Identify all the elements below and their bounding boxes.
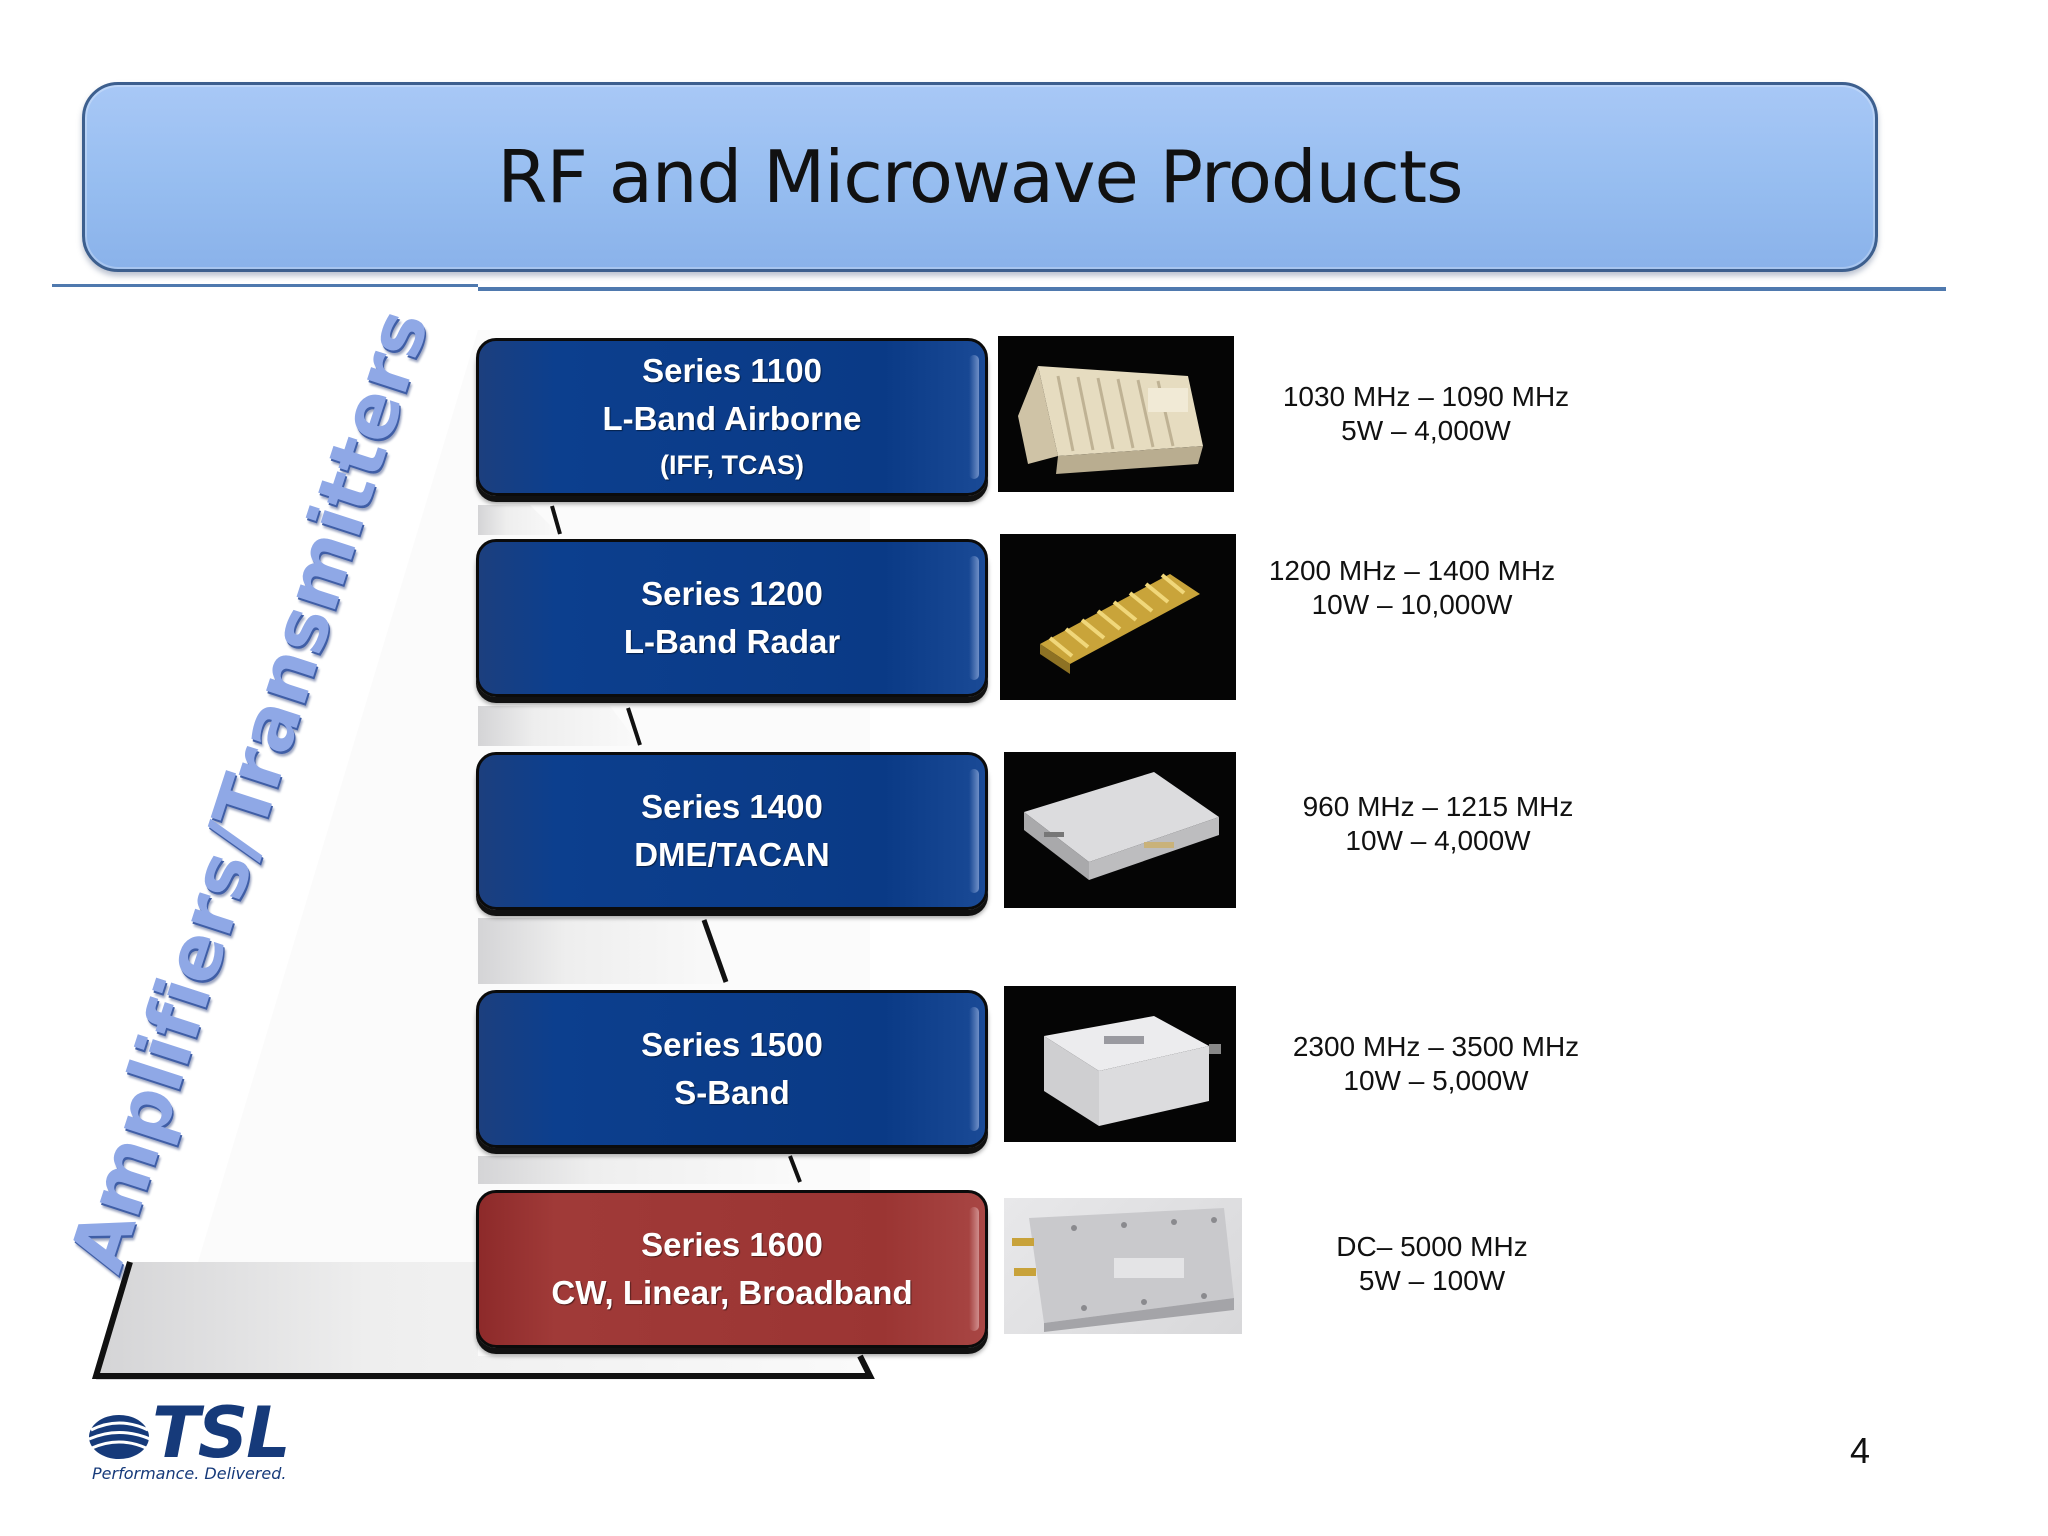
tsl-globe-icon	[88, 1415, 151, 1459]
series-band: CW, Linear, Broadband	[551, 1274, 913, 1311]
series-title: Series 1600	[641, 1226, 823, 1263]
power-range: 5W – 4,000W	[1341, 415, 1511, 446]
series-band: DME/TACAN	[634, 836, 830, 873]
series-band: L-Band Airborne	[602, 400, 862, 437]
logo-tagline: Performance. Delivered.	[92, 1464, 287, 1483]
frequency-range: 1030 MHz – 1090 MHz	[1282, 381, 1570, 412]
series-1400-spec: 960 MHz – 1215 MHz 10W – 4,000W	[1268, 790, 1608, 858]
power-range: 10W – 4,000W	[1345, 825, 1531, 856]
series-1200-box: Series 1200 L-Band Radar	[476, 539, 988, 697]
series-1200-product-photo	[1000, 534, 1236, 700]
frequency-range: 2300 MHz – 3500 MHz	[1292, 1031, 1580, 1062]
title-banner: RF and Microwave Products	[82, 82, 1878, 272]
gold-heatsink-amplifier-icon	[1018, 366, 1203, 474]
series-band: S-Band	[674, 1074, 790, 1111]
series-1600-product-photo	[1004, 1198, 1242, 1334]
tsl-logo: TSL Performance. Delivered.	[86, 1392, 316, 1484]
series-title: Series 1100	[642, 352, 822, 389]
power-range: 5W – 100W	[1358, 1265, 1506, 1296]
series-1500-spec: 2300 MHz – 3500 MHz 10W – 5,000W	[1266, 1030, 1606, 1098]
series-1600-spec: DC– 5000 MHz 5W – 100W	[1262, 1230, 1602, 1298]
series-1100-product-photo	[998, 336, 1234, 492]
gold-finned-amplifier-icon	[1040, 573, 1200, 674]
frequency-range: 960 MHz – 1215 MHz	[1302, 791, 1574, 822]
power-range: 10W – 10,000W	[1311, 589, 1513, 620]
logo-wordmark: TSL	[152, 1392, 291, 1474]
series-1400-product-photo	[1004, 752, 1236, 908]
title-underline-left	[52, 284, 478, 287]
series-1400-box: Series 1400 DME/TACAN	[476, 752, 988, 910]
series-1100-box: Series 1100 L-Band Airborne (IFF, TCAS)	[476, 338, 988, 496]
series-1500-box: Series 1500 S-Band	[476, 990, 988, 1148]
title-underline-right	[478, 287, 1946, 291]
power-range: 10W – 5,000W	[1343, 1065, 1529, 1096]
series-title: Series 1200	[641, 575, 823, 612]
aluminum-amplifier-with-connectors-icon	[1012, 1208, 1234, 1332]
series-1100-spec: 1030 MHz – 1090 MHz 5W – 4,000W	[1256, 380, 1596, 448]
series-application: (IFF, TCAS)	[660, 450, 804, 480]
silver-amplifier-module-icon	[1024, 772, 1219, 880]
series-title: Series 1500	[641, 1026, 823, 1063]
frequency-range: DC– 5000 MHz	[1336, 1231, 1528, 1262]
slide-title: RF and Microwave Products	[497, 135, 1463, 219]
series-band: L-Band Radar	[623, 623, 841, 660]
series-1200-spec: 1200 MHz – 1400 MHz 10W – 10,000W	[1242, 554, 1582, 622]
frequency-range: 1200 MHz – 1400 MHz	[1268, 555, 1556, 586]
series-title: Series 1400	[641, 788, 823, 825]
page-number: 4	[1850, 1430, 1871, 1471]
silver-amplifier-module-icon	[1044, 1016, 1221, 1126]
series-1600-box: Series 1600 CW, Linear, Broadband	[476, 1190, 988, 1348]
series-1500-product-photo	[1004, 986, 1236, 1142]
